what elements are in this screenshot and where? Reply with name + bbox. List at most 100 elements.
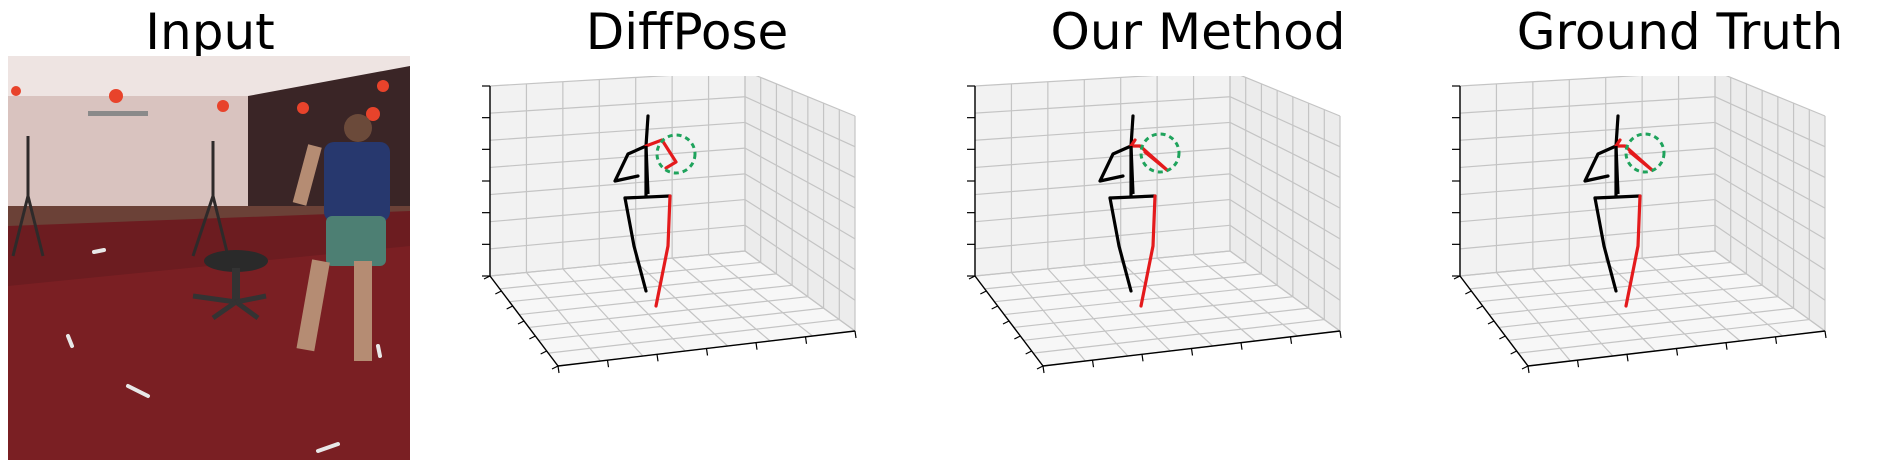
grid-line	[1714, 224, 1826, 301]
x-tick	[1499, 335, 1506, 340]
x-tick	[1014, 335, 1021, 340]
y-tick	[1527, 365, 1530, 374]
left-leg	[1108, 196, 1133, 293]
x-tick	[1510, 350, 1517, 355]
grid-line	[1459, 76, 1641, 87]
grid-line	[1714, 121, 1826, 178]
right-arm	[1129, 144, 1169, 172]
grid-line	[509, 273, 777, 303]
x-tick	[1521, 365, 1529, 370]
grid-line	[974, 76, 1156, 87]
grid-line	[598, 264, 686, 352]
grid-line	[1714, 147, 1826, 209]
y-tick	[854, 330, 857, 339]
y-tick	[804, 336, 808, 344]
grid-line	[489, 96, 746, 114]
hip-line	[623, 194, 672, 200]
ground-truth-title: Ground Truth	[1516, 3, 1844, 61]
grid-line	[1469, 261, 1731, 290]
left-arm	[1583, 144, 1618, 183]
grid-line	[538, 307, 824, 341]
grid-line	[499, 261, 761, 290]
grid-line	[1714, 96, 1826, 148]
grid-line	[1229, 121, 1341, 178]
grid-line	[1156, 257, 1256, 342]
right-arm	[644, 138, 678, 170]
highlight-circle	[1624, 132, 1666, 174]
grid-line	[1229, 199, 1341, 271]
grid-line	[489, 198, 746, 223]
x-tick	[529, 335, 536, 340]
grid-line	[1229, 147, 1341, 209]
grid-line	[994, 273, 1262, 303]
y-tick	[606, 360, 610, 368]
grid-line	[1120, 261, 1214, 347]
grid-line	[489, 147, 746, 169]
grid-line	[1229, 250, 1341, 332]
y-tick	[705, 348, 709, 356]
grid-line	[1047, 268, 1129, 357]
grid-line	[1459, 96, 1716, 114]
right-arm	[1614, 144, 1654, 172]
y-tick	[1774, 336, 1778, 344]
x-tick	[1487, 320, 1495, 325]
grid-line	[708, 254, 813, 337]
hip-line	[1108, 194, 1157, 200]
grid-line	[1568, 264, 1656, 352]
grid-line	[1498, 296, 1778, 329]
y-tick	[1824, 330, 1827, 339]
left-arm	[613, 144, 648, 183]
grid-line	[1508, 307, 1794, 341]
grid-line	[1459, 198, 1716, 223]
grid-line	[744, 224, 856, 301]
grid-line	[755, 76, 856, 117]
grid-line	[1193, 254, 1298, 337]
input-photo	[8, 56, 410, 460]
side-pane	[1230, 76, 1340, 331]
grid-line	[974, 147, 1231, 169]
our-method-title: Our Method	[1050, 3, 1346, 61]
grid-line	[974, 224, 1231, 250]
x-tick	[495, 290, 502, 295]
grid-line	[744, 199, 856, 271]
grid-line	[1518, 318, 1810, 354]
y-tick	[1626, 354, 1629, 362]
torso	[644, 145, 650, 195]
grid-line	[525, 272, 601, 362]
grid-line	[489, 76, 671, 87]
x-tick	[517, 320, 525, 325]
grid-line	[1495, 272, 1571, 362]
grid-line	[1459, 121, 1716, 141]
y-tick	[1190, 348, 1194, 356]
grid-line	[974, 96, 1231, 114]
grid-line	[1532, 268, 1614, 357]
hip-line	[1593, 194, 1642, 200]
y-tick	[557, 365, 560, 374]
grid-line	[1229, 96, 1341, 148]
grid-line	[489, 250, 746, 277]
grid-line	[984, 261, 1246, 290]
grid-line	[974, 198, 1231, 223]
right-leg	[654, 194, 672, 308]
torso	[1129, 145, 1135, 195]
left-leg	[1593, 196, 1618, 293]
grid-line	[489, 224, 746, 250]
grid-line	[671, 257, 771, 342]
x-tick	[991, 305, 998, 310]
grid-line	[974, 173, 1231, 196]
grid-line	[562, 268, 644, 357]
grid-line	[1459, 224, 1716, 250]
y-tick	[1141, 354, 1144, 362]
grid-line	[744, 147, 856, 209]
y-tick	[1091, 360, 1095, 368]
highlight-circle	[655, 133, 697, 175]
grid-line	[744, 250, 856, 332]
y-tick	[656, 354, 659, 362]
y-tick	[1240, 342, 1243, 350]
grid-line	[1240, 76, 1341, 117]
input-title: Input	[145, 3, 275, 61]
side-pane	[1715, 76, 1825, 331]
grid-line	[489, 173, 746, 196]
y-tick	[1675, 348, 1679, 356]
grid-line	[1714, 173, 1826, 240]
